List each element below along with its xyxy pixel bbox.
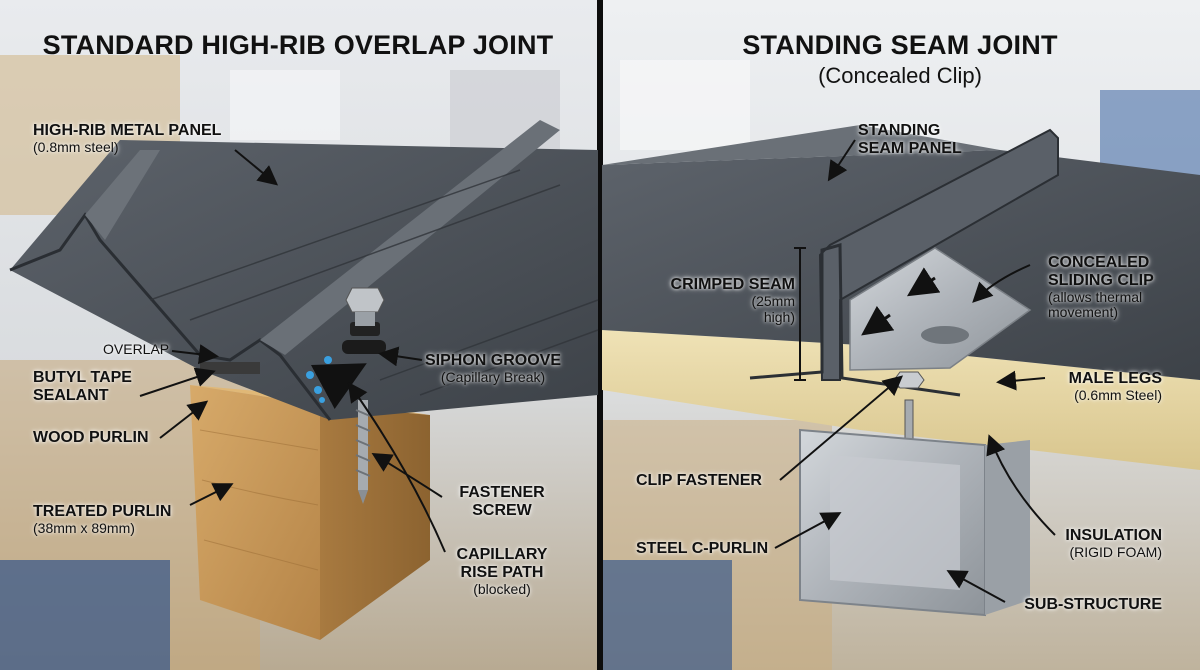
label-capillary-path: CAPILLARY RISE PATH (blocked) <box>448 546 556 597</box>
label-siphon-title: SIPHON GROOVE <box>425 352 562 369</box>
label-crimped-title: CRIMPED SEAM <box>670 276 795 293</box>
label-standing-line1: STANDING <box>858 122 941 139</box>
label-butyl-line2: SEALANT <box>33 386 109 404</box>
label-male-legs: MALE LEGS (0.6mm Steel) <box>1030 370 1162 404</box>
label-treated-purlin: TREATED PURLIN (38mm x 89mm) <box>33 503 171 537</box>
label-clip-fastener-text: CLIP FASTENER <box>636 472 762 489</box>
label-siphon-groove: SIPHON GROOVE (Capillary Break) <box>425 352 561 386</box>
label-male-legs-title: MALE LEGS <box>1068 370 1162 387</box>
seam-profile <box>749 243 961 397</box>
label-fastener-screw: FASTENER SCREW <box>452 484 552 520</box>
drawer-cabinet-right <box>602 560 732 670</box>
label-wood-purlin: WOOD PURLIN <box>33 429 149 447</box>
insulation-layer <box>602 330 1200 470</box>
label-concealed-line2: SLIDING CLIP <box>1048 271 1154 289</box>
label-overlap-text: OVERLAP <box>103 341 170 357</box>
label-butyl-line1: BUTYL TAPE <box>33 369 132 386</box>
label-concealed-line1: CONCEALED <box>1048 254 1150 271</box>
label-insulation-title: INSULATION <box>1065 527 1162 544</box>
label-crimped-note1: (25mm <box>751 292 795 309</box>
standing-seam-rib <box>818 128 1059 381</box>
label-steel-c-purlin: STEEL C-PURLIN <box>636 540 768 558</box>
label-butyl-tape: BUTYL TAPE SEALANT <box>33 369 132 405</box>
right-title: STANDING SEAM JOINT <box>742 30 1058 60</box>
label-insulation-note: (RIGID FOAM) <box>1069 543 1162 560</box>
label-male-legs-note: (0.6mm Steel) <box>1074 386 1162 403</box>
panel-top-far <box>602 125 1000 165</box>
label-insulation: INSULATION (RIGID FOAM) <box>1040 527 1162 561</box>
label-capillary-note: (blocked) <box>473 580 531 597</box>
label-fastener-line1: FASTENER <box>459 484 545 501</box>
label-wood-purlin-text: WOOD PURLIN <box>33 429 149 446</box>
label-high-rib-panel: HIGH-RIB METAL PANEL (0.8mm steel) <box>33 122 221 156</box>
center-divider <box>597 0 603 670</box>
label-high-rib-panel-note: (0.8mm steel) <box>33 138 119 155</box>
drawer-cabinet <box>0 560 170 670</box>
c-purlin-side <box>985 440 1030 615</box>
label-crimped-note2: high) <box>763 308 795 325</box>
right-subtitle: (Concealed Clip) <box>818 63 982 88</box>
capillary-arrow <box>310 363 367 409</box>
rib-1 <box>85 150 160 240</box>
label-capillary-line1: CAPILLARY <box>456 546 548 563</box>
wall-drawing <box>230 70 340 140</box>
clip-slot <box>921 326 969 344</box>
label-overlap: OVERLAP <box>103 341 170 358</box>
label-treated-purlin-note: (38mm x 89mm) <box>33 519 135 536</box>
purlin-side <box>320 405 430 640</box>
label-concealed-clip: CONCEALED SLIDING CLIP (allows thermal m… <box>1048 254 1154 321</box>
fastener-screw <box>342 287 386 504</box>
label-clip-fastener: CLIP FASTENER <box>636 472 762 490</box>
label-sub-structure-text: SUB-STRUCTURE <box>1024 596 1162 613</box>
concealed-sliding-clip <box>849 247 1032 371</box>
label-treated-purlin-title: TREATED PURLIN <box>33 503 172 520</box>
left-title: STANDARD HIGH-RIB OVERLAP JOINT <box>42 30 554 60</box>
label-standing-line2: SEAM PANEL <box>858 139 962 157</box>
label-fastener-line2: SCREW <box>472 501 532 519</box>
rib-2 <box>260 120 560 355</box>
label-crimped-seam: CRIMPED SEAM (25mm high) <box>640 276 795 325</box>
wall-drawing-right <box>620 60 750 150</box>
label-concealed-note1: (allows thermal <box>1048 288 1143 305</box>
label-standing-seam-panel: STANDING SEAM PANEL <box>858 122 962 158</box>
label-c-purlin-text: STEEL C-PURLIN <box>636 540 769 557</box>
label-siphon-note: (Capillary Break) <box>440 368 546 385</box>
label-capillary-line2: RISE PATH <box>460 563 544 581</box>
c-purlin-inner <box>830 455 960 590</box>
label-sub-structure: SUB-STRUCTURE <box>1005 596 1162 614</box>
label-concealed-note2: movement) <box>1048 304 1119 321</box>
purlin-front <box>190 385 320 640</box>
label-high-rib-panel-title: HIGH-RIB METAL PANEL <box>33 122 222 139</box>
